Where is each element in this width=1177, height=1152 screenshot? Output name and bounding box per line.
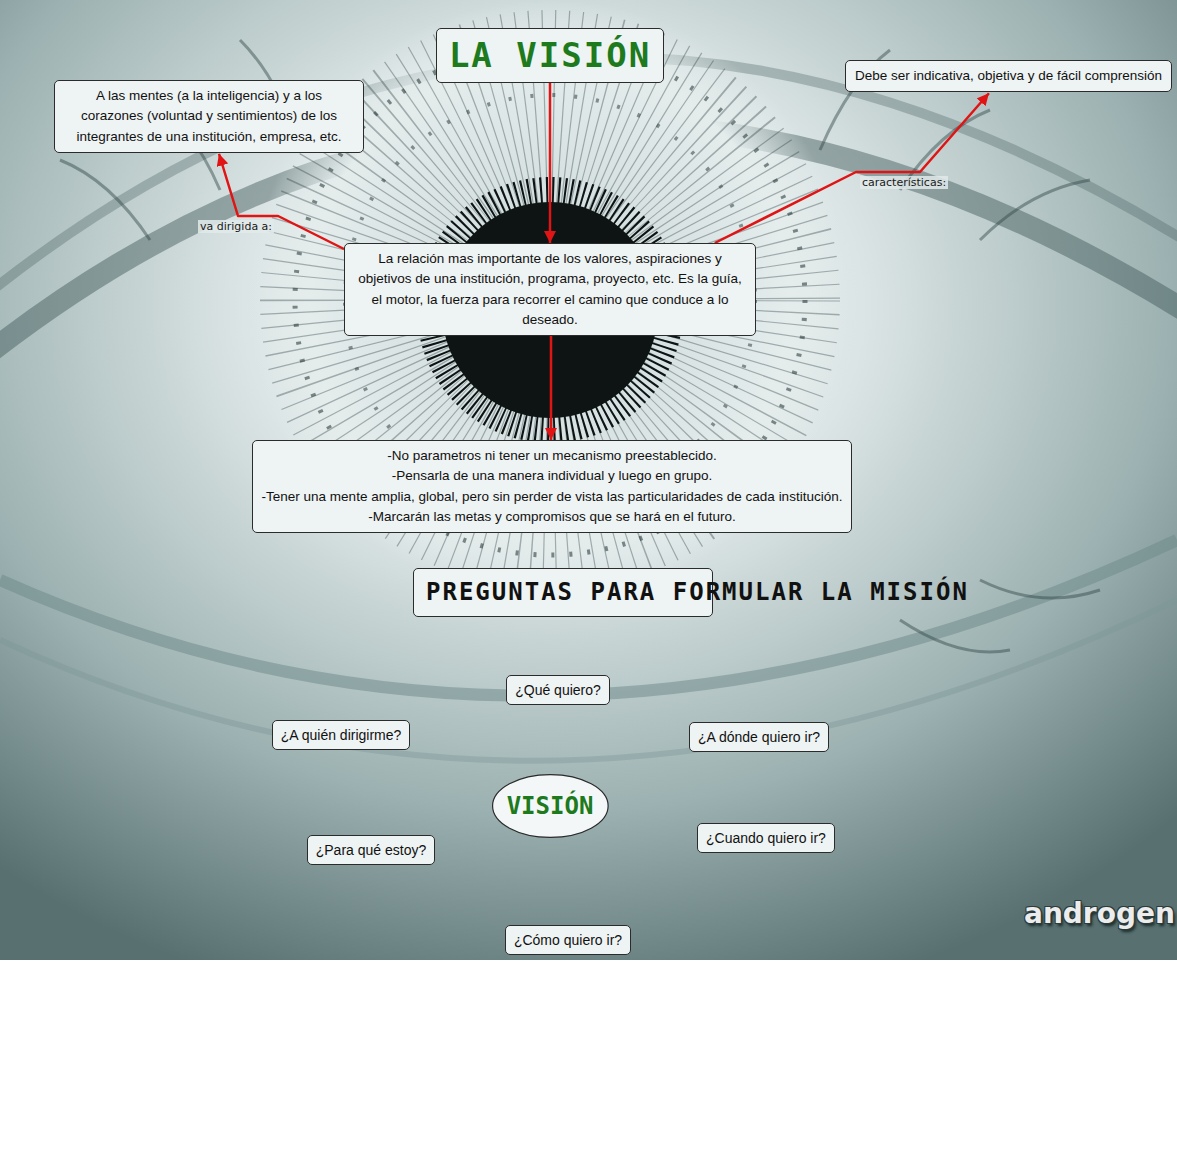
question-box: ¿A dónde quiero ir? <box>689 722 829 752</box>
node-text: ¿A dónde quiero ir? <box>698 729 820 745</box>
node-text: ¿Cuando quiero ir? <box>706 830 826 846</box>
node-text: ¿Cómo quiero ir? <box>514 932 622 948</box>
edge-label: características: <box>860 176 948 189</box>
note-box: Debe ser indicativa, objetiva y de fácil… <box>845 60 1172 92</box>
question-box: ¿Cómo quiero ir? <box>505 925 631 955</box>
edge-label: va dirigida a: <box>198 220 274 233</box>
connector-arrow <box>549 83 552 243</box>
connector-arrow <box>715 93 989 243</box>
node-text: ¿A quién dirigirme? <box>281 727 402 743</box>
node-text: A las mentes (a la inteligencia) y a los… <box>64 86 354 147</box>
node-text: LA VISIÓN <box>449 35 651 76</box>
question-box: ¿Qué quiero? <box>506 675 610 705</box>
node-text: Debe ser indicativa, objetiva y de fácil… <box>855 66 1162 86</box>
title-box: LA VISIÓN <box>436 28 664 83</box>
node-text: La relación mas importante de los valore… <box>354 249 746 330</box>
question-box: ¿Para qué estoy? <box>307 835 436 865</box>
watermark: androgen <box>1024 897 1175 930</box>
node-text: ¿Para qué estoy? <box>316 842 427 858</box>
node-text: -Pensarla de una manera individual y lue… <box>262 466 843 486</box>
center-ellipse: VISIÓN <box>492 774 609 838</box>
note-box: A las mentes (a la inteligencia) y a los… <box>54 80 364 153</box>
question-box: ¿Cuando quiero ir? <box>697 823 835 853</box>
list-box: -No parametros ni tener un mecanismo pre… <box>252 440 853 533</box>
process-box: La relación mas importante de los valore… <box>344 243 756 336</box>
node-text: PREGUNTAS PARA FORMULAR LA MISIÓN <box>426 575 700 610</box>
connector-arrow <box>219 154 344 249</box>
node-text: -Tener una mente amplia, global, pero si… <box>262 487 843 507</box>
node-text: -Marcarán las metas y compromisos que se… <box>262 507 843 527</box>
heading-box: PREGUNTAS PARA FORMULAR LA MISIÓN <box>413 568 713 617</box>
connector-arrow <box>550 336 553 440</box>
node-text: ¿Qué quiero? <box>515 682 601 698</box>
node-text: -No parametros ni tener un mecanismo pre… <box>262 446 843 466</box>
node-text: VISIÓN <box>507 792 594 820</box>
question-box: ¿A quién dirigirme? <box>272 720 411 750</box>
